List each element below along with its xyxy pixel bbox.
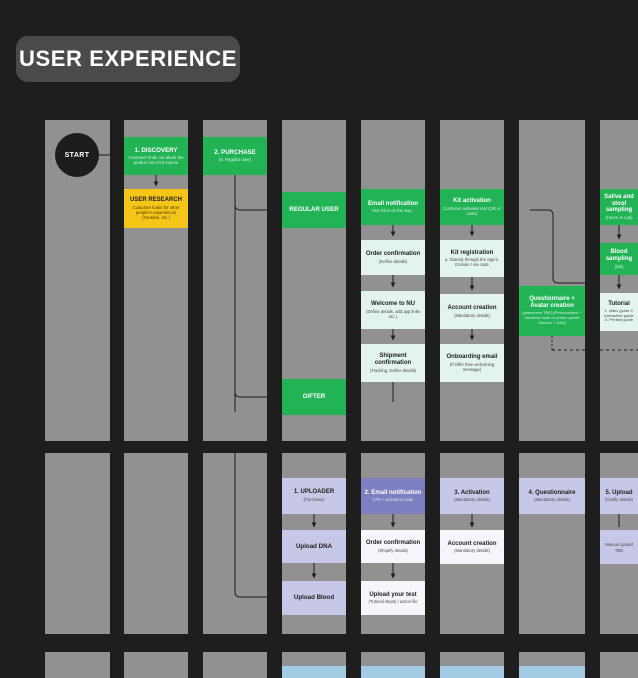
node-questionnaire-r2-title: 4. Questionnaire [528, 489, 576, 496]
node-questionnaire-avatar[interactable]: Questionnaire + Avatar creation(placemen… [519, 286, 585, 336]
node-onboarding-email-title: Onboarding email [446, 354, 498, 361]
node-kit-activation-title: Kit activation [453, 198, 491, 205]
node-activation-r2-subtitle: (Mandatory details) [454, 497, 490, 503]
node-gifter-title: GIFTER [302, 393, 326, 401]
node-kit-registration-subtitle: a. Directly through the App b. Domain / … [444, 257, 499, 268]
node-order-confirmation-r1-subtitle: (Define details) [378, 258, 408, 264]
node-row3-c6[interactable] [440, 666, 504, 678]
page-title: USER EXPERIENCE [16, 36, 240, 82]
node-onboarding-email[interactable]: Onboarding email(If Offer thee welcoming… [440, 344, 504, 382]
node-uploader-subtitle: (Purchase) [303, 497, 325, 503]
node-saliva-sample-subtitle: (Home or Lab) [605, 215, 633, 221]
page-title-label: USER EXPERIENCE [18, 46, 238, 71]
node-saliva-sample-title: Saliva and stool sampling [604, 193, 634, 214]
lane-r1-c5 [361, 120, 425, 441]
node-purchase[interactable]: 2. PURCHASE(a. Regular user) [203, 137, 267, 175]
lane-r3-c1 [45, 652, 110, 678]
node-upload-r2[interactable]: 5. Upload(Clarify details) [600, 478, 638, 514]
node-email-notification-r2-subtitle: CTA + activation code [372, 497, 414, 503]
node-upload-your-test-subtitle: (Tutorial steps) / action file [368, 599, 418, 605]
node-email-notification-r1-subtitle: Your Kit is on the way... [371, 208, 415, 214]
node-tutorial-title: Tutorial [608, 300, 630, 307]
lane-r1-c6 [440, 120, 504, 441]
node-shipment-confirmation-title: Shipment confirmation [374, 353, 412, 366]
start-node-label: START [64, 151, 90, 159]
node-kit-activation-subtitle: Customer activates test (QR or code) [443, 205, 501, 216]
node-account-creation-r2-subtitle: (Mandatory details) [454, 548, 490, 554]
lane-r2-c1 [45, 453, 110, 634]
node-email-notification-r1-title: Email notification [367, 200, 418, 207]
node-shipment-confirmation-subtitle: (Tracking, Define details) [369, 367, 417, 373]
node-account-creation-r2[interactable]: Account creation(Mandatory details) [440, 530, 504, 564]
node-regular-user-title: REGULAR USER [289, 206, 339, 214]
lane-r1-c8 [600, 120, 638, 441]
node-upload-dna[interactable]: Upload DNA [282, 530, 346, 563]
node-user-research-subtitle: Customer looks for other people's experi… [132, 204, 180, 221]
node-purchase-subtitle: (a. Regular user) [218, 157, 252, 163]
node-upload-r2-title: 5. Upload [605, 489, 633, 496]
lane-r1-c7 [519, 120, 585, 441]
node-questionnaire-r2-subtitle: (Mandatory details) [534, 497, 570, 503]
node-regular-user[interactable]: REGULAR USER [282, 192, 346, 228]
node-welcome-to-nu-subtitle: (Define details, add app links etc.) [366, 308, 420, 319]
node-activation-r2[interactable]: 3. Activation(Mandatory details) [440, 478, 504, 514]
node-user-research-title: USER RESEARCH [129, 196, 182, 203]
node-discovery-title: 1. DISCOVERY [134, 146, 178, 154]
node-gifter[interactable]: GIFTER [282, 379, 346, 415]
lane-r3-c8 [600, 652, 638, 678]
node-row3-c4[interactable] [282, 666, 346, 678]
lane-r2-c2 [124, 453, 188, 634]
node-uploader[interactable]: 1. UPLOADER(Purchase) [282, 478, 346, 514]
node-upload-blood-title: Upload Blood [293, 594, 335, 602]
node-welcome-to-nu-title: Welcome to NU [371, 301, 415, 308]
node-onboarding-email-subtitle: (If Offer thee welcoming message) [449, 361, 495, 372]
node-questionnaire-avatar-subtitle: (placement TBD) (Personalised + biometri… [522, 310, 582, 325]
node-questionnaire-r2[interactable]: 4. Questionnaire(Mandatory details) [519, 478, 585, 514]
node-questionnaire-avatar-title: Questionnaire + Avatar creation [529, 296, 575, 310]
node-discovery-subtitle: Customer finds out about the product via… [128, 154, 184, 166]
node-email-notification-r2-title: 2. Email notification [364, 489, 422, 496]
node-blood-sample[interactable]: Blood sampling(lab) [600, 243, 638, 275]
node-order-confirmation-r1-title: Order confirmation [365, 251, 421, 258]
node-account-creation-r1[interactable]: Account creation(Mandatory details) [440, 294, 504, 329]
start-node[interactable]: START [55, 133, 99, 177]
node-upload-dna-title: Upload DNA [295, 542, 333, 550]
node-upload-r2-subtitle: (Clarify details) [605, 497, 633, 503]
node-account-creation-r1-subtitle: (Mandatory details) [454, 312, 490, 318]
node-activation-r2-title: 3. Activation [454, 489, 490, 496]
node-order-confirmation-r1[interactable]: Order confirmation(Define details) [361, 240, 425, 275]
lane-r3-c2 [124, 652, 188, 678]
node-blood-sample-title: Blood sampling [605, 249, 633, 262]
node-saliva-sample[interactable]: Saliva and stool sampling(Home or Lab) [600, 189, 638, 225]
node-upload-blood[interactable]: Upload Blood [282, 581, 346, 615]
lane-r3-c3 [203, 652, 267, 678]
node-upload-your-test[interactable]: Upload your test(Tutorial steps) / actio… [361, 581, 425, 615]
node-account-creation-r1-title: Account creation [447, 305, 497, 312]
node-order-confirmation-r2-title: Order confirmation [365, 540, 421, 547]
node-welcome-to-nu[interactable]: Welcome to NU(Define details, add app li… [361, 291, 425, 329]
node-upload-your-test-title: Upload your test [369, 591, 417, 598]
node-kit-registration-title: Kit registration [450, 249, 494, 256]
node-account-creation-r2-title: Account creation [447, 540, 497, 547]
node-blood-sample-subtitle: (lab) [614, 263, 624, 269]
node-row3-c5[interactable] [361, 666, 425, 678]
node-manual-upload-tbd-subtitle: Manual upload TBD [605, 542, 633, 553]
node-tutorial-subtitle: 1. video guide 2. interactive guide 3. P… [604, 307, 634, 323]
node-uploader-title: 1. UPLOADER [293, 489, 335, 496]
node-manual-upload-tbd[interactable]: Manual upload TBD [600, 530, 638, 564]
node-order-confirmation-r2-subtitle: (Shopify details) [377, 547, 409, 553]
lane-r2-c3 [203, 453, 267, 634]
node-row3-c7[interactable] [519, 666, 585, 678]
node-order-confirmation-r2[interactable]: Order confirmation(Shopify details) [361, 530, 425, 563]
node-purchase-title: 2. PURCHASE [214, 149, 256, 157]
node-shipment-confirmation[interactable]: Shipment confirmation(Tracking, Define d… [361, 344, 425, 382]
